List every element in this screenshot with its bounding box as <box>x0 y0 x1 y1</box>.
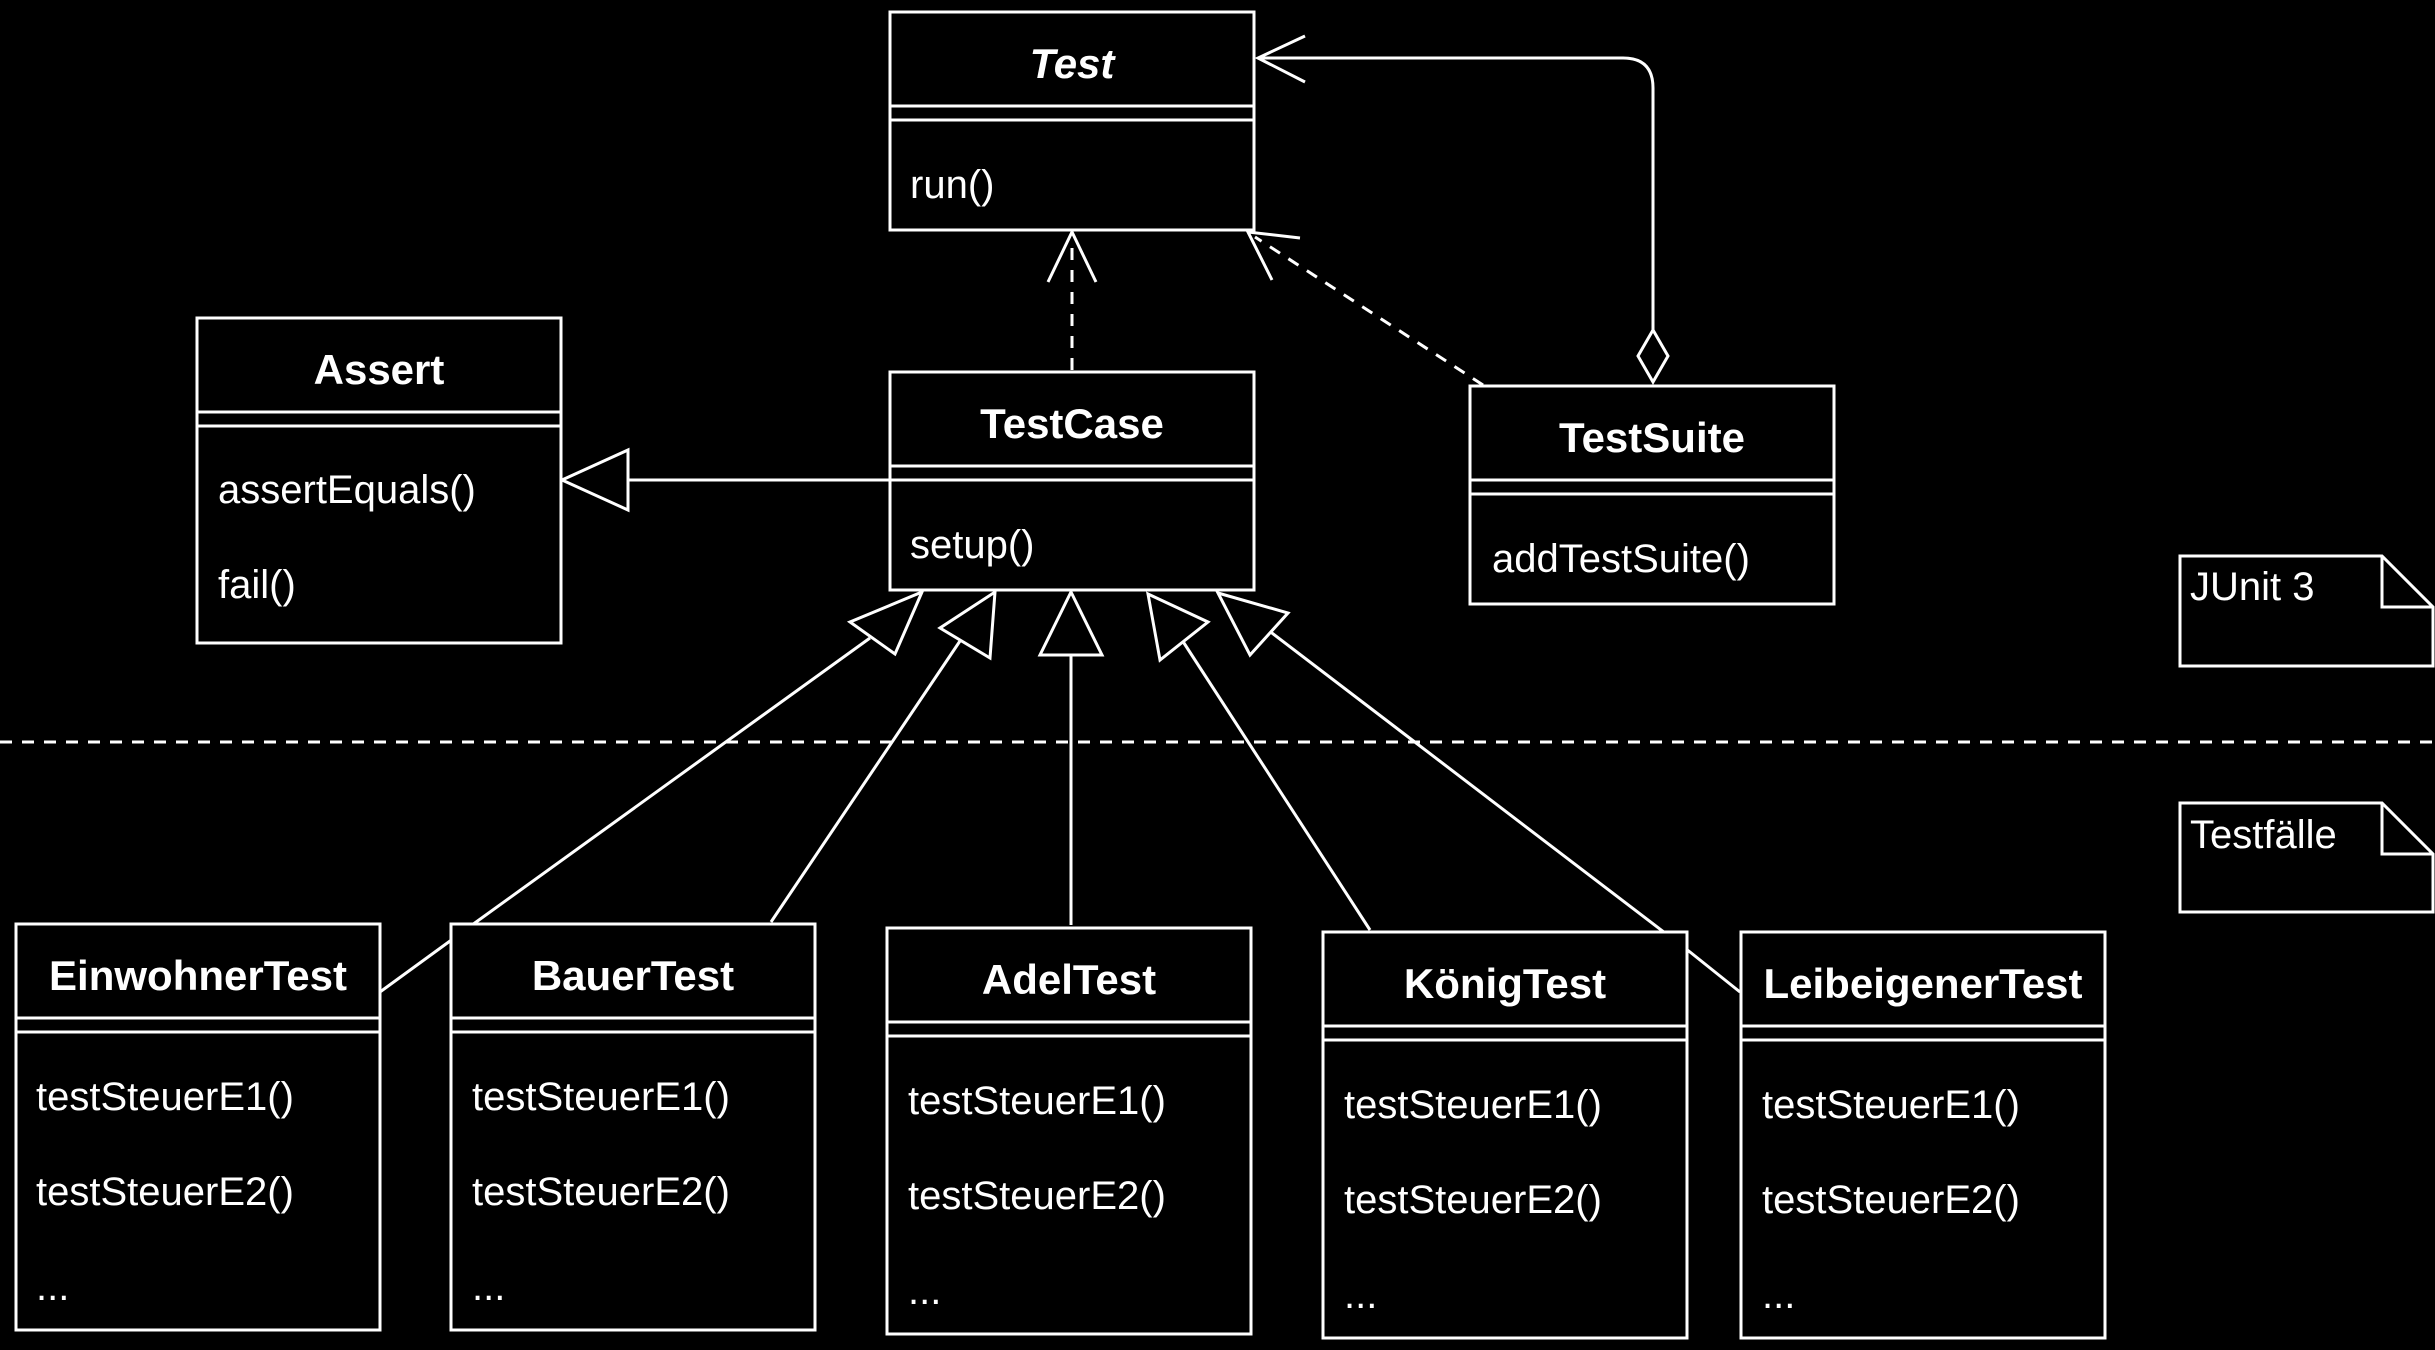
class-einwohnertest-member: ... <box>36 1265 69 1309</box>
class-bauertest-member: testSteuerE1() <box>472 1075 730 1119</box>
class-assert-member: fail() <box>218 563 296 607</box>
class-testcase: TestCase setup() <box>888 370 1256 592</box>
generalization-adel-testcase <box>1037 588 1105 925</box>
class-koenigtest-member: ... <box>1344 1273 1377 1317</box>
class-adeltest-name: AdelTest <box>982 956 1156 1003</box>
class-testsuite-name: TestSuite <box>1559 414 1745 461</box>
class-koenigtest-name: KönigTest <box>1404 960 1606 1007</box>
class-assert: Assert assertEquals() fail() <box>195 316 563 645</box>
class-einwohnertest: EinwohnerTest testSteuerE1() testSteuerE… <box>14 922 382 1332</box>
class-einwohnertest-member: testSteuerE1() <box>36 1075 294 1119</box>
class-bauertest-name: BauerTest <box>532 952 734 999</box>
generalization-testcase-assert <box>558 447 890 513</box>
class-leibeigenertest-name: LeibeigenerTest <box>1764 960 2083 1007</box>
class-koenigtest-member: testSteuerE1() <box>1344 1083 1602 1127</box>
class-testsuite: TestSuite addTestSuite() <box>1468 384 1836 606</box>
class-test: Test run() <box>888 10 1256 232</box>
class-einwohnertest-name: EinwohnerTest <box>49 952 347 999</box>
class-leibeigenertest-member: testSteuerE1() <box>1762 1083 2020 1127</box>
class-adeltest: AdelTest testSteuerE1() testSteuerE2() .… <box>885 926 1253 1336</box>
class-test-member: run() <box>910 163 994 207</box>
note-testfaelle-text: Testfälle <box>2190 813 2337 857</box>
note-testfaelle: Testfälle <box>2178 801 2435 914</box>
class-test-name: Test <box>1030 40 1117 87</box>
class-adeltest-member: ... <box>908 1269 941 1313</box>
class-bauertest-member: ... <box>472 1265 505 1309</box>
class-koenigtest: KönigTest testSteuerE1() testSteuerE2() … <box>1321 930 1689 1340</box>
class-einwohnertest-member: testSteuerE2() <box>36 1170 294 1214</box>
generalization-leibeigener-testcase <box>1215 590 1741 994</box>
note-junit3: JUnit 3 <box>2178 554 2435 668</box>
class-leibeigenertest: LeibeigenerTest testSteuerE1() testSteue… <box>1739 930 2107 1340</box>
class-adeltest-member: testSteuerE1() <box>908 1079 1166 1123</box>
generalization-bauer-testcase <box>769 589 997 923</box>
class-bauertest-member: testSteuerE2() <box>472 1170 730 1214</box>
class-adeltest-member: testSteuerE2() <box>908 1174 1166 1218</box>
class-koenigtest-member: testSteuerE2() <box>1344 1178 1602 1222</box>
aggregation-testsuite-test <box>1254 34 1670 386</box>
class-assert-name: Assert <box>314 346 445 393</box>
class-bauertest: BauerTest testSteuerE1() testSteuerE2() … <box>449 922 817 1332</box>
class-leibeigenertest-member: testSteuerE2() <box>1762 1178 2020 1222</box>
realization-testsuite-test <box>1245 230 1484 387</box>
realization-testcase-test <box>1046 228 1098 370</box>
note-junit3-text: JUnit 3 <box>2190 565 2315 609</box>
class-leibeigenertest-member: ... <box>1762 1273 1795 1317</box>
class-testcase-name: TestCase <box>980 400 1164 447</box>
generalization-koenig-testcase <box>1146 591 1372 931</box>
class-testsuite-member: addTestSuite() <box>1492 537 1750 581</box>
class-assert-member: assertEquals() <box>218 468 476 512</box>
class-testcase-member: setup() <box>910 523 1035 567</box>
